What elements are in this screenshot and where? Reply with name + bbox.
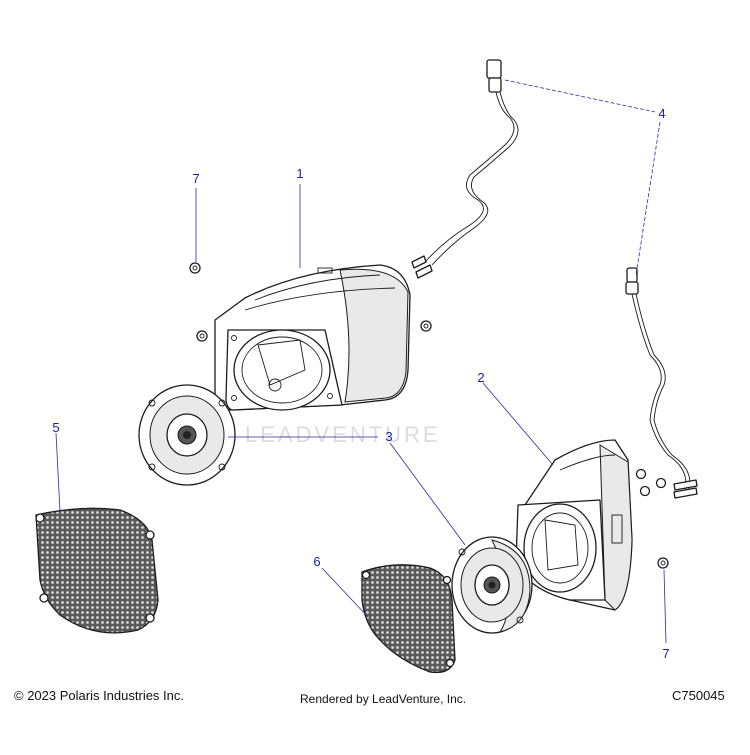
fastener-group xyxy=(189,262,669,569)
speaker-enclosure-upper[interactable] xyxy=(214,264,411,411)
speaker-grille-large[interactable] xyxy=(35,507,159,634)
watermark-text: LEADVENTURE xyxy=(245,422,441,447)
fastener[interactable] xyxy=(635,468,647,480)
wire-harness-upper[interactable] xyxy=(411,59,519,279)
callout-5[interactable]: 5 xyxy=(52,420,60,435)
fastener[interactable] xyxy=(655,477,667,489)
fastener[interactable] xyxy=(189,262,201,274)
fastener[interactable] xyxy=(639,485,651,497)
rendered-by-text: Rendered by LeadVenture, Inc. xyxy=(300,692,467,706)
wire-harness-lower[interactable] xyxy=(625,267,698,499)
speaker-enclosure-lower[interactable] xyxy=(515,439,633,611)
fastener[interactable] xyxy=(196,330,208,342)
callout-2[interactable]: 2 xyxy=(477,370,485,385)
leader-lines xyxy=(55,79,667,644)
speaker-left[interactable] xyxy=(138,384,236,486)
callout-3[interactable]: 3 xyxy=(385,429,393,444)
fastener[interactable] xyxy=(420,320,432,332)
callout-7-upper[interactable]: 7 xyxy=(192,171,200,186)
callout-1[interactable]: 1 xyxy=(296,166,304,181)
callout-4[interactable]: 4 xyxy=(658,106,666,121)
speaker-right[interactable] xyxy=(451,536,533,634)
copyright-text: © 2023 Polaris Industries Inc. xyxy=(14,688,184,703)
callout-6[interactable]: 6 xyxy=(313,554,321,569)
speaker-grille-small[interactable] xyxy=(361,564,456,674)
callout-7-lower[interactable]: 7 xyxy=(662,646,670,661)
fastener[interactable] xyxy=(657,557,669,569)
diagram-code: C750045 xyxy=(672,688,725,703)
